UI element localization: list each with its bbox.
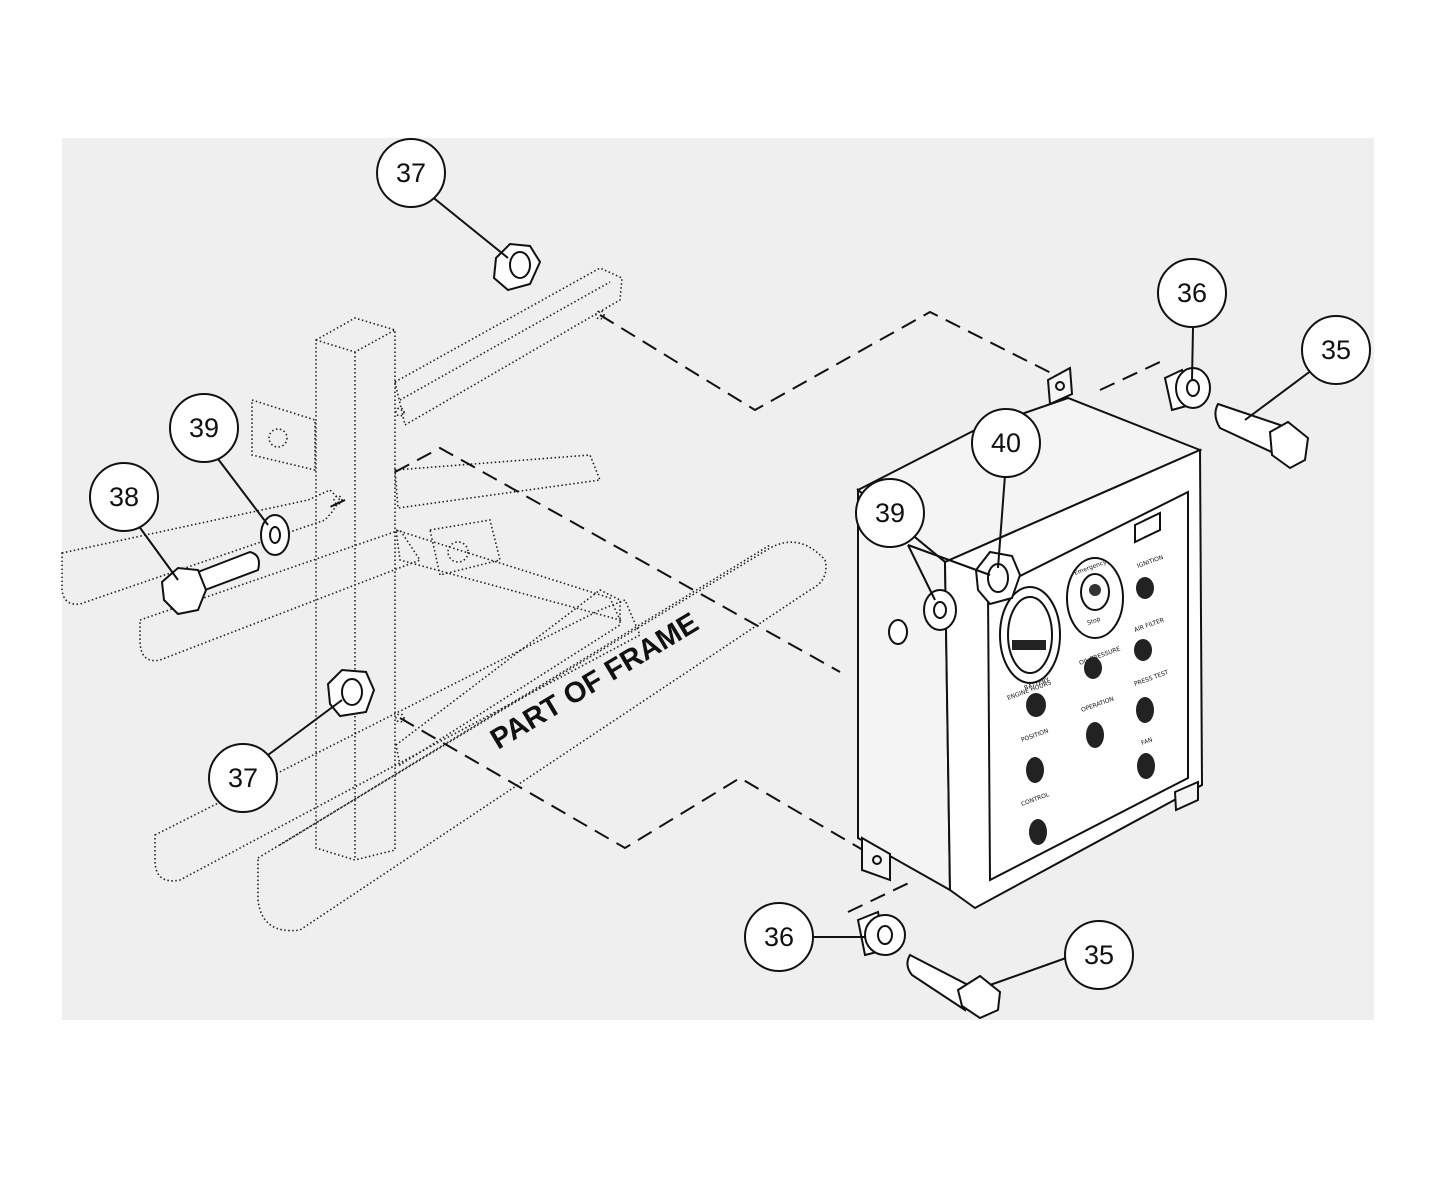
label-fan: FAN [1140, 736, 1153, 747]
callout-36-bottom: 36 [744, 902, 814, 972]
bolt-38 [160, 550, 260, 616]
callout-label: 40 [991, 428, 1021, 458]
position-switch [1026, 757, 1044, 783]
callout-38: 38 [89, 462, 159, 532]
callout-label: 35 [1321, 335, 1351, 365]
callout-37-bottom: 37 [208, 743, 278, 813]
callout-label: 36 [764, 922, 794, 952]
callout-37-top: 37 [376, 138, 446, 208]
callout-label: 39 [875, 498, 905, 528]
press-test-switch [1136, 697, 1154, 723]
callout-39-left: 39 [169, 393, 239, 463]
callout-label: 38 [109, 482, 139, 512]
callout-label: 37 [396, 158, 426, 188]
callout-35-bottom: 35 [1064, 920, 1134, 990]
callout-label: 36 [1177, 278, 1207, 308]
operation-switch [1086, 722, 1104, 748]
spacer-36-top [1163, 367, 1211, 412]
ignition-switch [1136, 577, 1154, 599]
bolt-35-top [1214, 402, 1310, 470]
washer-39-right [923, 589, 957, 631]
bolt-35-bottom [906, 953, 1002, 1020]
engine-hours-gauge [999, 586, 1061, 684]
leader-lines [137, 194, 1313, 986]
label-emergency-2: Stop [1086, 616, 1101, 627]
callout-label: 39 [189, 413, 219, 443]
hex-nut-bottom [326, 668, 376, 718]
air-filter-light [1134, 639, 1152, 661]
spacer-36-bottom [856, 910, 906, 957]
frame-label: PART OF FRAME [485, 607, 704, 756]
oil-pressure-light [1084, 657, 1102, 679]
hex-nut-top [492, 242, 542, 292]
fan-switch [1137, 753, 1155, 779]
callout-40: 40 [971, 408, 1041, 478]
control-switch [1029, 819, 1047, 845]
frame-structure [61, 267, 827, 932]
callout-35-top: 35 [1301, 315, 1371, 385]
callout-label: 37 [228, 763, 258, 793]
battery-light [1026, 693, 1046, 717]
callout-label: 35 [1084, 940, 1114, 970]
alignment-lines [329, 310, 1161, 913]
callout-36-top: 36 [1157, 258, 1227, 328]
callout-39-right: 39 [855, 478, 925, 548]
